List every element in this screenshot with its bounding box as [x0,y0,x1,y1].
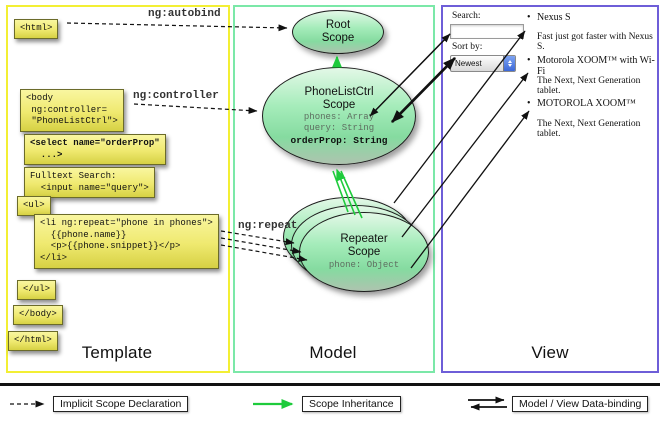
chevron-down-icon [507,64,512,67]
scope-prop-orderprop: orderProp: String [290,134,388,146]
code-text: <html> [20,23,53,33]
bullet-icon: • [527,98,531,109]
search-label: Search: [452,11,481,21]
code-text: <body ng:controller= "PhoneListCtrl"> [26,93,118,127]
code-box-li-repeat: <li ng:repeat="phone in phones"> {{phone… [34,214,219,269]
code-box-ul-close: </ul> [17,280,57,300]
code-box-select: <select name="orderProp" ...> [24,134,166,166]
code-box-html-close: </html> [8,331,58,351]
root-scope-title: Root Scope [321,18,355,44]
ng-autobind-label: ng:autobind [148,8,221,20]
ng-controller-label: ng:controller [133,90,219,102]
code-box-fulltext-search: Fulltext Search: <input name="query"> [24,167,155,199]
chevron-up-icon [507,60,512,63]
legend-model-view-data-binding: Model / View Data-binding [512,396,649,412]
scope-prop-phone: phone: Object [328,259,400,270]
code-text: </ul> [23,284,51,294]
phonelistctrl-scope-ellipse: PhoneListCtrl Scope phones: Array query:… [262,67,416,165]
select-stepper-icon [503,56,515,71]
phonelistctrl-scope-title: PhoneListCtrl Scope [304,85,374,111]
phone-item-desc: The Next, Next Generation tablet. [537,76,641,96]
search-input[interactable] [450,24,524,39]
sort-by-label: Sort by: [452,42,483,52]
bullet-icon: • [527,55,531,66]
phone-item-desc: Fast just got faster with Nexus S. [537,32,653,52]
template-column-label: Template [81,343,153,362]
view-column-label: View [531,343,569,362]
bullet-icon: • [527,12,531,23]
legend-implicit-scope-declaration: Implicit Scope Declaration [53,396,189,412]
sort-by-select[interactable]: Newest [450,55,516,72]
code-text: <li ng:repeat="phone in phones"> {{phone… [40,218,213,264]
code-box-body-close: </body> [13,305,63,325]
scope-prop-phones: phones: Array [303,112,375,123]
model-column-frame [233,5,435,373]
code-text: </html> [14,335,52,345]
phone-item-desc: The Next, Next Generation tablet. [537,119,641,139]
repeater-scope-title: Repeater Scope [340,233,388,259]
code-text: <select name="orderProp" ...> [30,138,160,160]
code-text: Fulltext Search: <input name="query"> [30,171,149,193]
phone-item-title: MOTOROLA XOOM™ [537,98,636,109]
sort-by-selected-value: Newest [455,59,482,68]
phone-item-title: Nexus S [537,12,571,23]
code-box-ul-open: <ul> [17,196,51,216]
scope-prop-query: query: String [303,123,375,134]
root-scope-ellipse: Root Scope [292,10,384,54]
legend-scope-inheritance: Scope Inheritance [302,396,401,412]
model-column-label: Model [309,343,357,362]
phone-item-title: Motorola XOOM™ with Wi-Fi [537,55,655,77]
code-box-body-open: <body ng:controller= "PhoneListCtrl"> [20,89,124,133]
code-box-html-open: <html> [14,19,59,39]
code-text: </body> [19,309,57,319]
legend-separator-line [0,383,660,386]
ng-repeat-label: ng:repeat [238,220,298,232]
repeater-scope-ellipse: Repeater Scope phone: Object [299,212,429,292]
code-text: <ul> [23,200,45,210]
